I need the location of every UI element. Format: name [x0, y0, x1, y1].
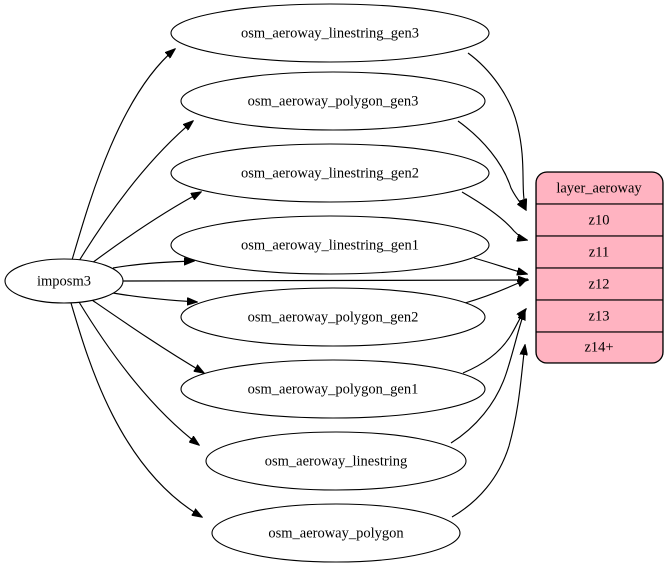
record-label-z14plus: z14+ [584, 339, 613, 355]
record-row-z13[interactable] [536, 299, 663, 333]
edge-imposm3-to-osm_aeroway_linestring_gen1 [112, 261, 194, 269]
node-osm_aeroway_polygon_gen3-label: osm_aeroway_polygon_gen3 [248, 93, 419, 109]
node-osm_aeroway_linestring_gen1-shape[interactable] [170, 215, 490, 275]
edge-imposm3-to-osm_aeroway_polygon [70, 302, 202, 517]
node-osm_aeroway_linestring_gen1[interactable]: osm_aeroway_linestring_gen1 [170, 215, 490, 275]
node-osm_aeroway_linestring_gen3-label: osm_aeroway_linestring_gen3 [241, 25, 419, 41]
node-osm_aeroway_polygon_gen2[interactable]: osm_aeroway_polygon_gen2 [180, 287, 486, 347]
edge-osm_aeroway_polygon_gen3-to-layer_aeroway-z10 [457, 120, 526, 210]
record-label-z12: z12 [589, 276, 610, 292]
edge-imposm3-to-osm_aeroway_linestring_gen2 [91, 192, 201, 264]
record-label-z10: z10 [589, 212, 610, 228]
record-label-z13: z13 [589, 308, 610, 324]
node-osm_aeroway_linestring_gen3-shape[interactable] [170, 3, 490, 63]
node-osm_aeroway_polygon_gen3-shape[interactable] [180, 71, 486, 131]
record-label-layer_aeroway: layer_aeroway [556, 180, 642, 196]
node-imposm3-label: imposm3 [37, 273, 91, 289]
node-osm_aeroway_linestring_gen2[interactable]: osm_aeroway_linestring_gen2 [170, 143, 490, 203]
edge-imposm3-to-osm_aeroway_polygon_gen3 [78, 121, 193, 262]
node-osm_aeroway_linestring-label: osm_aeroway_linestring [265, 453, 408, 469]
node-osm_aeroway_polygon-shape[interactable] [211, 503, 461, 563]
edge-imposm3-to-osm_aeroway_polygon_gen1 [91, 299, 204, 373]
node-osm_aeroway_polygon_gen1-label: osm_aeroway_polygon_gen1 [248, 381, 419, 397]
node-osm_aeroway_polygon_gen3[interactable]: osm_aeroway_polygon_gen3 [180, 71, 486, 131]
edge-osm_aeroway_linestring_gen2-to-layer_aeroway-z11 [461, 191, 527, 240]
node-osm_aeroway_polygon_gen1-shape[interactable] [180, 359, 486, 419]
edge-imposm3-to-layer_aeroway-z12 [122, 280, 528, 281]
node-osm_aeroway_linestring-shape[interactable] [205, 431, 467, 491]
node-imposm3-shape[interactable] [4, 258, 124, 304]
edge-imposm3-to-osm_aeroway_polygon_gen2 [112, 292, 197, 302]
record-outline [535, 171, 664, 364]
node-imposm3[interactable]: imposm3 [4, 258, 124, 304]
edge-osm_aeroway_linestring_gen1-to-layer_aeroway-z12 [473, 257, 527, 274]
edge-osm_aeroway_polygon_gen2-to-layer_aeroway-z12 [464, 279, 527, 304]
node-osm_aeroway_polygon_gen1[interactable]: osm_aeroway_polygon_gen1 [180, 359, 486, 419]
node-osm_aeroway_linestring_gen3[interactable]: osm_aeroway_linestring_gen3 [170, 3, 490, 63]
node-osm_aeroway_polygon_gen2-shape[interactable] [180, 287, 486, 347]
record-row-z14plus[interactable] [536, 331, 663, 363]
node-osm_aeroway_linestring_gen2-label: osm_aeroway_linestring_gen2 [241, 165, 419, 181]
record-label-z11: z11 [589, 244, 609, 260]
edge-imposm3-to-osm_aeroway_linestring [78, 301, 199, 445]
node-osm_aeroway_linestring_gen2-shape[interactable] [170, 143, 490, 203]
node-osm_aeroway_polygon_gen2-label: osm_aeroway_polygon_gen2 [248, 309, 419, 325]
node-layer_aeroway[interactable]: layer_aeroway z10 z11 z12 z13 z14+ [535, 171, 664, 364]
node-osm_aeroway_linestring_gen1-label: osm_aeroway_linestring_gen1 [241, 237, 419, 253]
edge-group-tables-to-layer [450, 52, 527, 518]
edge-group-source-to-tables [70, 49, 528, 517]
node-osm_aeroway_polygon[interactable]: osm_aeroway_polygon [211, 503, 461, 563]
node-osm_aeroway_linestring[interactable]: osm_aeroway_linestring [205, 431, 467, 491]
edge-osm_aeroway_linestring_gen3-to-layer_aeroway-z10 [467, 52, 526, 209]
edge-imposm3-to-osm_aeroway_linestring_gen3 [71, 49, 175, 261]
edge-osm_aeroway_linestring-to-layer_aeroway-z13 [450, 310, 525, 444]
record-row-z12[interactable] [536, 267, 663, 301]
edge-osm_aeroway_polygon-to-layer_aeroway-z14 [451, 345, 525, 518]
node-osm_aeroway_polygon-label: osm_aeroway_polygon [268, 525, 404, 541]
